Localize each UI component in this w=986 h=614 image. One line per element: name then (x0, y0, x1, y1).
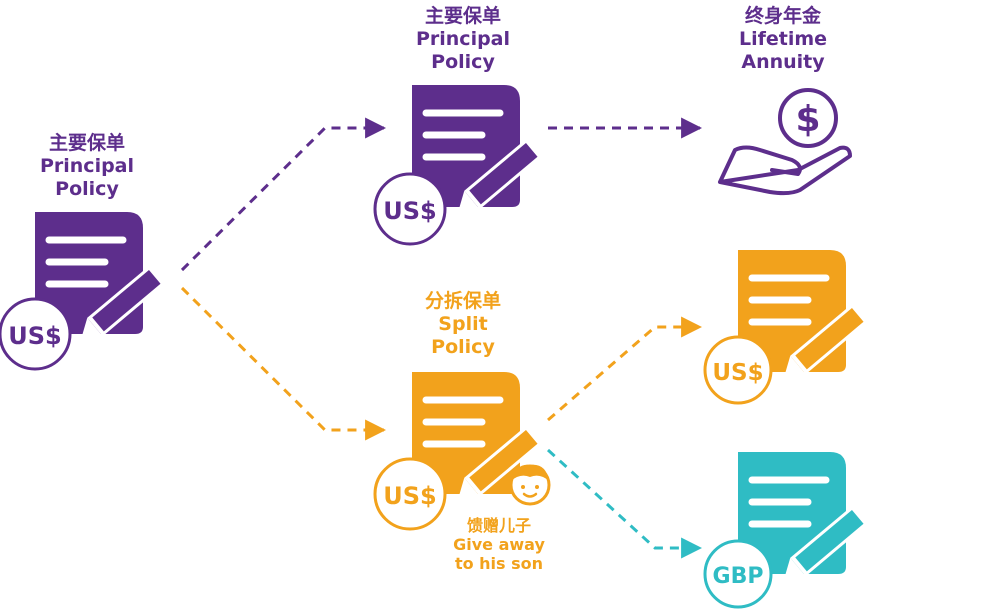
left-policy-title-zh: 主要保单 (48, 132, 125, 154)
annuity-label: 终身年金 Lifetime Annuity (718, 5, 848, 73)
gift-text-zh: 馈赠儿子 (466, 516, 531, 535)
annuity-title-en-1: Lifetime (738, 27, 828, 50)
center-policy-title-zh: 主要保单 (424, 5, 501, 27)
center-policy-title-en-1: Principal (415, 27, 511, 50)
left-policy-label: 主要保单 Principal Policy (22, 132, 152, 200)
currency-badge-text: US$ (712, 360, 763, 386)
coin-symbol: $ (795, 99, 820, 140)
pencil-icon (784, 506, 867, 579)
hand-dollar-coin-icon: $ (718, 88, 852, 196)
split-policy-title-en-1: Split (438, 312, 488, 335)
left-policy-title-en-2: Policy (55, 177, 119, 200)
currency-badge-text: US$ (8, 322, 61, 350)
center-principal-policy-icon: US$ (373, 85, 541, 246)
pencil-icon (784, 304, 867, 377)
gift-label: 馈赠儿子 Give away to his son (444, 516, 554, 574)
currency-badge-text: US$ (383, 197, 436, 225)
currency-badge-text: GBP (713, 564, 764, 589)
currency-badge-bg (373, 172, 447, 246)
arrow-split-to-usd (547, 316, 703, 422)
split-policy-title-en-2: Policy (431, 335, 495, 358)
boy-face-icon (509, 464, 551, 506)
pencil-icon (458, 139, 541, 212)
arrow-split-to-gbp (546, 448, 703, 559)
gift-text-en-1: Give away (453, 535, 545, 555)
right-gbp-policy-icon: GBP (703, 452, 867, 609)
split-policy-title-zh: 分拆保单 (424, 290, 501, 312)
right-usd-policy-icon: US$ (703, 250, 867, 405)
currency-badge-bg (373, 457, 447, 531)
pencil-icon (81, 266, 164, 339)
coin-circle (778, 88, 838, 148)
currency-badge-bg (703, 539, 773, 609)
arrow-left-to-principal (180, 117, 387, 272)
currency-badge-bg (703, 335, 773, 405)
left-policy-icon: US$ (0, 212, 164, 371)
gift-text-en-2: to his son (454, 554, 544, 574)
center-policy-title-en-2: Policy (431, 50, 495, 73)
currency-badge-bg (0, 297, 72, 371)
currency-badge-text: US$ (383, 482, 436, 510)
left-policy-title-en-1: Principal (39, 154, 135, 177)
annuity-title-zh: 终身年金 (744, 5, 821, 27)
split-policy-icon: US$ (373, 372, 541, 531)
arrow-left-to-split (180, 286, 387, 441)
hand-shape (718, 145, 852, 196)
pencil-icon (458, 426, 541, 499)
annuity-title-en-2: Annuity (741, 50, 825, 73)
split-policy-label: 分拆保单 Split Policy (398, 290, 528, 358)
center-principal-policy-label: 主要保单 Principal Policy (398, 5, 528, 73)
